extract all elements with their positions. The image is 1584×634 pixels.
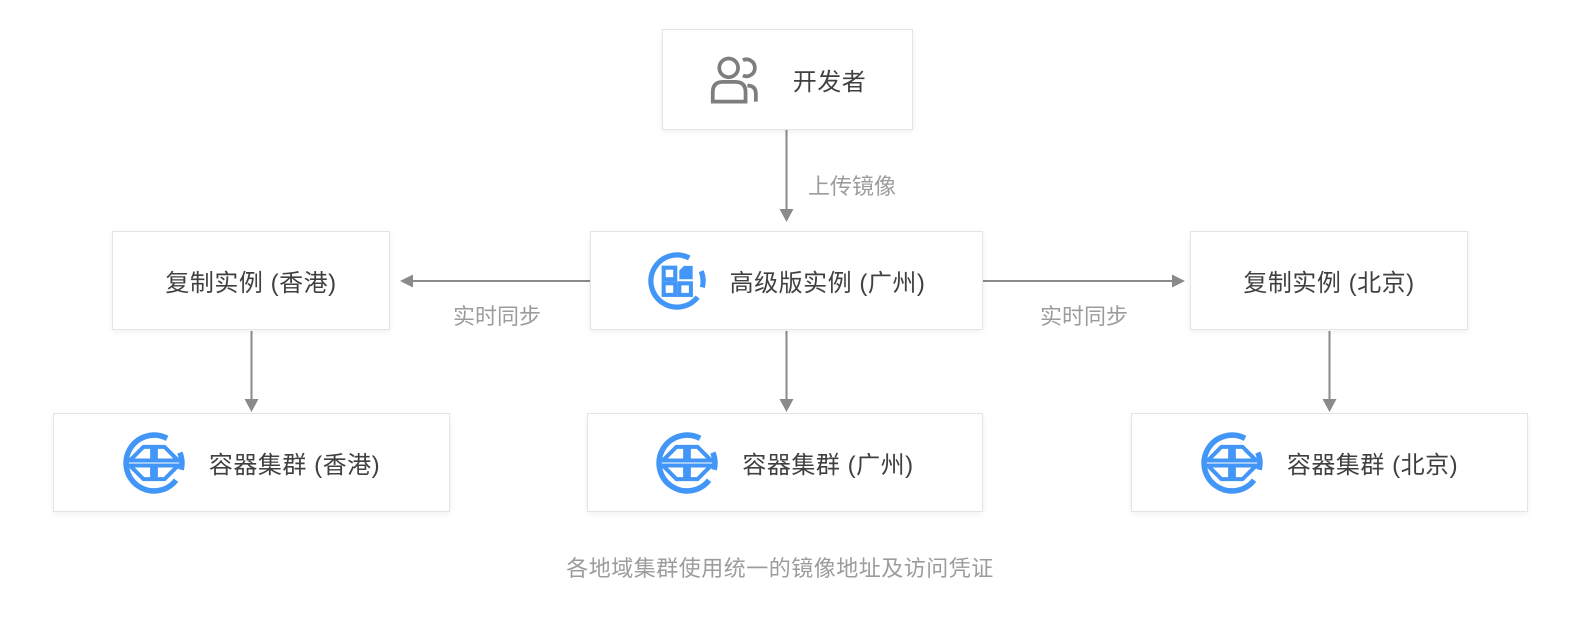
developers-icon [709, 53, 769, 107]
container-cluster-icon [1201, 431, 1263, 494]
container-cluster-guangzhou-label: 容器集群 (广州) [742, 452, 914, 479]
replica-instance-beijing-label: 复制实例 (北京) [1243, 270, 1415, 297]
container-cluster-guangzhou-node: 容器集群 (广州) [587, 413, 983, 512]
container-registry-icon [647, 251, 706, 310]
container-cluster-hongkong-label: 容器集群 (香港) [208, 452, 381, 479]
primary-instance-guangzhou-label: 高级版实例 (广州) [729, 270, 926, 297]
sync-left-edge-label: 实时同步 [452, 304, 542, 329]
container-cluster-hongkong-node: 容器集群 (香港) [53, 413, 450, 512]
replica-instance-beijing-node: 复制实例 (北京) [1190, 231, 1468, 330]
diagram-caption: 各地域集群使用统一的镜像地址及访问凭证 [566, 556, 994, 581]
container-cluster-icon [123, 431, 185, 494]
replica-instance-hongkong-label: 复制实例 (香港) [165, 270, 337, 297]
upload-edge-label: 上传镜像 [808, 174, 897, 199]
replica-instance-hongkong-node: 复制实例 (香港) [112, 231, 390, 330]
container-cluster-icon [656, 431, 719, 494]
primary-instance-guangzhou-node: 高级版实例 (广州) [590, 231, 983, 330]
container-cluster-beijing-label: 容器集群 (北京) [1286, 452, 1459, 479]
sync-right-edge-label: 实时同步 [1039, 304, 1129, 329]
container-cluster-beijing-node: 容器集群 (北京) [1131, 413, 1528, 512]
developer-node: 开发者 [662, 29, 913, 130]
developer-label: 开发者 [792, 69, 867, 96]
